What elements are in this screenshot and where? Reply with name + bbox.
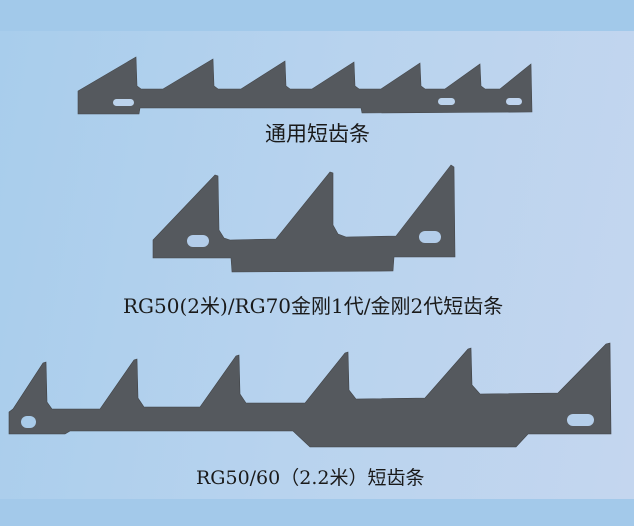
product-label-2: RG50(2米)/RG70金刚1代/金刚2代短齿条 xyxy=(123,294,504,318)
slot-hole xyxy=(567,414,594,426)
slot-hole xyxy=(113,99,134,106)
product-label-1: 通用短齿条 xyxy=(265,122,370,146)
tooth-bar-1 xyxy=(77,56,533,115)
slot-hole xyxy=(187,235,209,247)
product-label-3: RG50/60（2.2米）短齿条 xyxy=(196,467,425,489)
slot-hole xyxy=(21,416,36,428)
slot-hole xyxy=(438,98,455,105)
slot-hole xyxy=(419,231,441,243)
bottom-band xyxy=(0,499,634,526)
tooth-bar-2 xyxy=(152,164,456,273)
tooth-bar-3 xyxy=(8,342,612,448)
top-band xyxy=(0,0,634,31)
slot-hole xyxy=(506,98,522,105)
